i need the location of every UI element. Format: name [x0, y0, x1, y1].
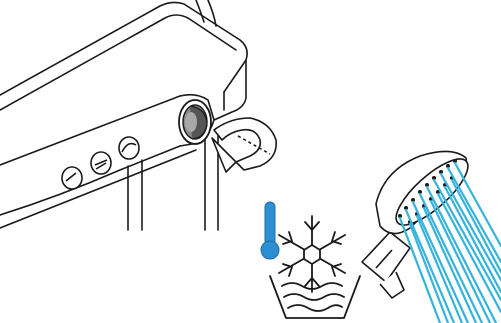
button-one: [62, 167, 82, 189]
button-three: [119, 137, 139, 159]
rotate-arrow-icon: [212, 118, 276, 172]
temperature-knob-icon: [179, 100, 211, 144]
snowflake-icon: [279, 216, 345, 292]
thermometer-cold-icon: [261, 202, 279, 259]
button-two: [91, 152, 111, 174]
